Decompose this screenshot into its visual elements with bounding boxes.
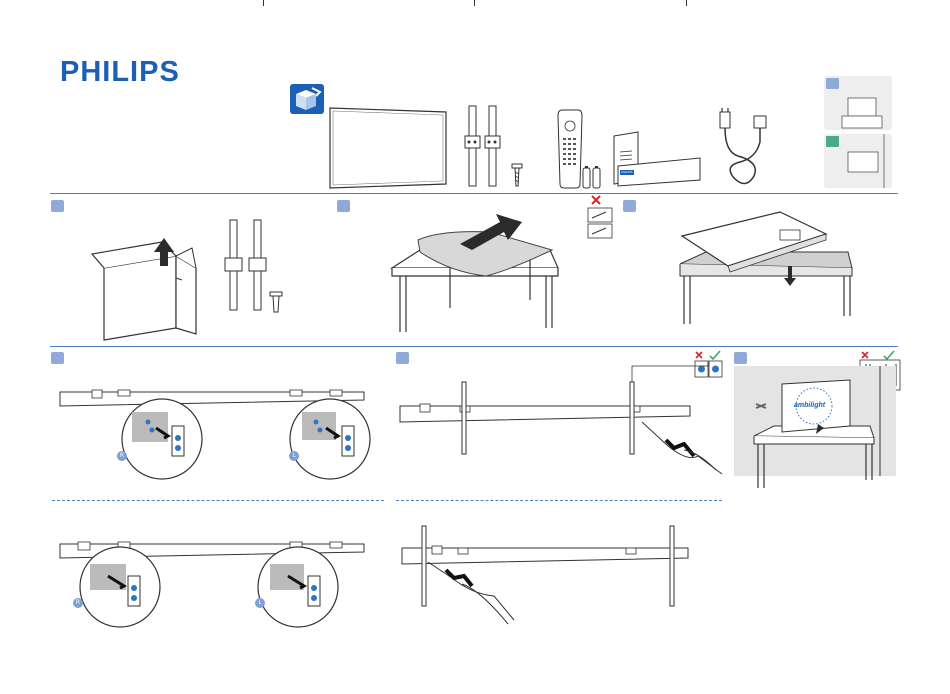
hook-label-left-bottom: L	[255, 598, 265, 608]
soft-cloth-table-illustration	[390, 210, 565, 338]
step-4-badge	[51, 352, 64, 364]
dashed-divider-right	[396, 500, 722, 501]
philips-logo: PHILIPS	[60, 56, 180, 89]
screw-illustration	[512, 164, 522, 188]
step-5-badge	[396, 352, 409, 364]
ambilight-label: ambilight	[794, 402, 825, 409]
wall-mount-option	[824, 134, 892, 188]
hook-detail-right-top	[120, 398, 204, 480]
tv-panel-illustration	[326, 108, 450, 188]
hook-label-right-top: R	[117, 451, 127, 461]
surface-warning-icon	[586, 194, 614, 240]
section-divider-middle	[50, 346, 898, 347]
hook-detail-right-bottom	[78, 546, 162, 628]
step-6-badge	[734, 352, 747, 364]
document-brand-label: PHILIPS	[621, 170, 633, 174]
stand-legs-illustration	[463, 106, 509, 188]
tv-face-down-illustration	[676, 212, 856, 330]
hook-label-left-top: L	[289, 451, 299, 461]
crop-mark-3	[686, 0, 687, 6]
dashed-divider-left	[52, 500, 384, 501]
box-unpack-illustration	[92, 238, 200, 342]
power-cord-illustration	[710, 112, 768, 188]
tv-with-legs-screwing	[398, 366, 726, 488]
stand-mount-option	[824, 76, 892, 130]
printed-documents-illustration	[612, 132, 702, 186]
hook-detail-left-top	[288, 398, 372, 480]
tv-with-legs-screwing-2	[398, 524, 708, 634]
box-contents-icon	[290, 84, 324, 114]
step-1-badge	[51, 200, 64, 212]
batteries-illustration	[582, 166, 602, 190]
step-2-badge	[337, 200, 350, 212]
ambilight-room-illustration	[734, 366, 896, 492]
remote-control-illustration	[556, 110, 584, 188]
legs-with-screw-illustration	[222, 220, 290, 312]
crop-mark-1	[263, 0, 264, 6]
hook-label-right-bottom: R	[73, 598, 83, 608]
section-divider-top	[50, 193, 898, 194]
step-3-badge	[623, 200, 636, 212]
crop-mark-2	[474, 0, 475, 6]
hook-detail-left-bottom	[256, 546, 340, 628]
